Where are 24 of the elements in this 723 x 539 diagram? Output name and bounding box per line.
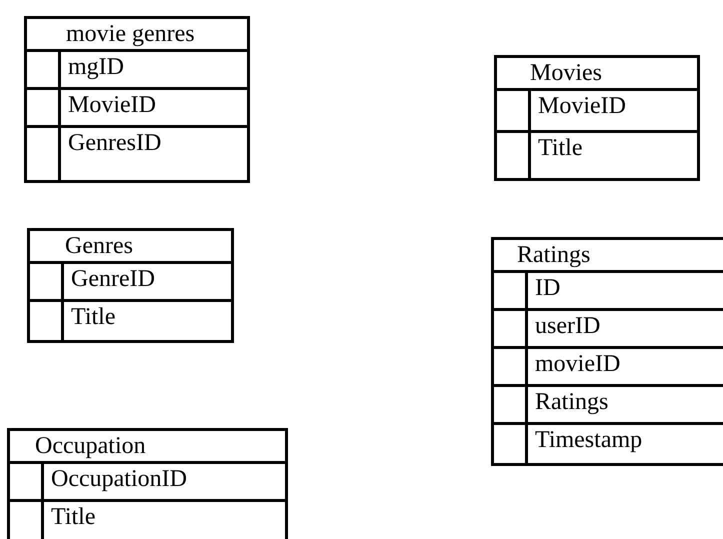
table-title: movie genres bbox=[27, 19, 247, 52]
field-name: OccupationID bbox=[50, 465, 187, 494]
field-name: mgID bbox=[67, 53, 124, 82]
field-name: GenresID bbox=[67, 129, 162, 158]
field-name: MovieID bbox=[537, 92, 626, 121]
table-title: Ratings bbox=[494, 240, 723, 273]
table-box bbox=[491, 237, 723, 466]
table-title: Genres bbox=[30, 231, 231, 264]
field-name: Title bbox=[50, 503, 96, 532]
field-name: Ratings bbox=[534, 388, 608, 417]
table-box bbox=[7, 428, 288, 539]
table-title: Occupation bbox=[10, 431, 285, 464]
field-name: GenreID bbox=[70, 265, 155, 294]
field-name: ID bbox=[534, 274, 560, 303]
field-name: movieID bbox=[534, 350, 620, 379]
table-box bbox=[494, 55, 700, 181]
field-name: MovieID bbox=[67, 91, 156, 120]
table-box bbox=[24, 16, 250, 183]
table-box bbox=[27, 228, 234, 343]
field-name: Title bbox=[70, 303, 116, 332]
field-name: userID bbox=[534, 312, 600, 341]
table-title: Movies bbox=[497, 58, 697, 91]
field-name: Timestamp bbox=[534, 426, 642, 455]
field-name: Title bbox=[537, 134, 582, 163]
